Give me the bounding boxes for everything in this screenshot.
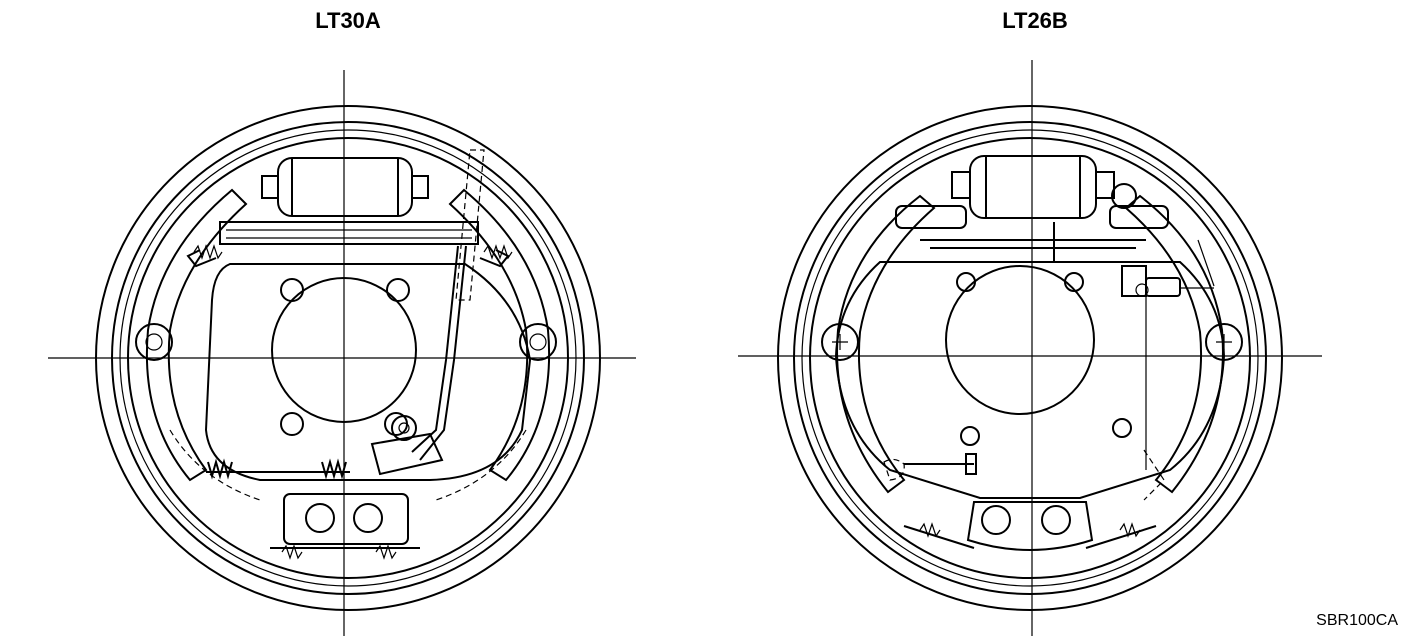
anchor-block: [270, 493, 420, 560]
upper-return-spring: [193, 244, 513, 260]
drum-brake-lt26b: [738, 60, 1322, 636]
brake-shoes: [836, 194, 1224, 501]
automatic-adjuster: [895, 205, 1169, 262]
wheel-cylinder: [261, 157, 429, 217]
lt30a-title: LT30A: [315, 8, 381, 33]
lt26b-title: LT26B: [1002, 8, 1068, 33]
parking-brake-lever: [370, 149, 485, 476]
anchor-block: [903, 501, 1157, 551]
figure-code: SBR100CA: [1316, 612, 1398, 629]
brake-shoes: [145, 188, 551, 501]
upper-adjuster-linkage: [186, 221, 510, 268]
drum-outer-rings: [777, 105, 1283, 611]
wheel-cylinder: [951, 155, 1137, 219]
backing-plate: [204, 263, 532, 481]
hub-and-bolts: [945, 265, 1132, 446]
drum-brake-lt30a: [48, 70, 636, 636]
parking-strut: [883, 453, 977, 481]
backing-plate: [834, 261, 1226, 499]
center-crosshair: [738, 60, 1322, 636]
adjuster-lever: [1121, 239, 1215, 470]
hold-down-pins: [135, 323, 557, 361]
hold-down-pins: [821, 323, 1243, 361]
lower-return-spring: [206, 458, 350, 480]
center-crosshair: [48, 70, 636, 636]
